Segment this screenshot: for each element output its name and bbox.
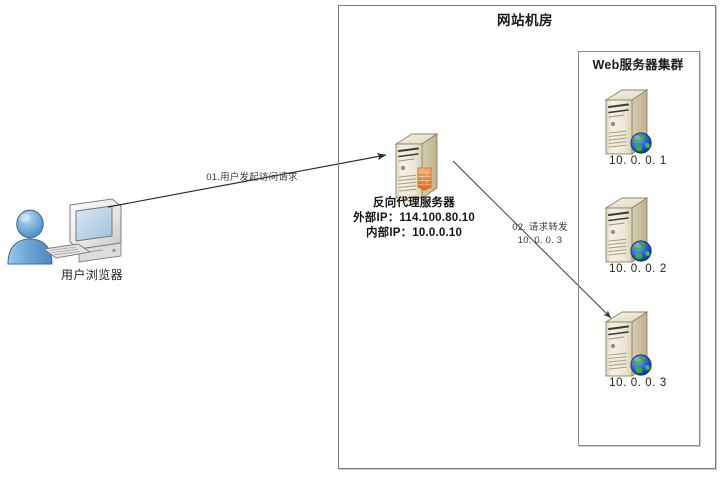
datacenter-boundary-box	[338, 5, 716, 469]
flow-label-request: 01.用户发起访问请求	[206, 172, 298, 183]
web-cluster-title: Web服务器集群	[592, 58, 684, 72]
reverse-proxy-caption: 反向代理服务器 外部IP：114.100.80.10 内部IP：10.0.0.1…	[353, 196, 475, 241]
flow-label-forward-detail: 10. 0. 0. 3	[517, 234, 563, 246]
desktop-computer-icon	[42, 198, 122, 263]
user-browser-label: 用户浏览器	[60, 268, 124, 282]
flow-label-forward-text: 02. 请求转发	[512, 222, 568, 233]
reverse-proxy-internal-ip: 内部IP：10.0.0.10	[365, 226, 463, 239]
web-cluster-boundary-box	[578, 51, 700, 446]
web-server-1-ip-label: 10. 0. 0. 1	[609, 155, 667, 167]
flow-arrow-forward	[452, 160, 612, 319]
reverse-proxy-name: 反向代理服务器	[373, 197, 455, 209]
flow-label-forward: 02. 请求转发 10. 0. 0. 3	[512, 222, 567, 248]
user-person-icon	[7, 209, 53, 265]
flow-arrow-request	[107, 153, 387, 208]
reverse-proxy-external-ip: 外部IP：114.100.80.10	[353, 211, 475, 224]
web-server-3-ip-label: 10. 0. 0. 3	[609, 377, 667, 389]
web-server-2-ip-label: 10. 0. 0. 2	[609, 263, 667, 275]
datacenter-title: 网站机房	[497, 13, 553, 28]
